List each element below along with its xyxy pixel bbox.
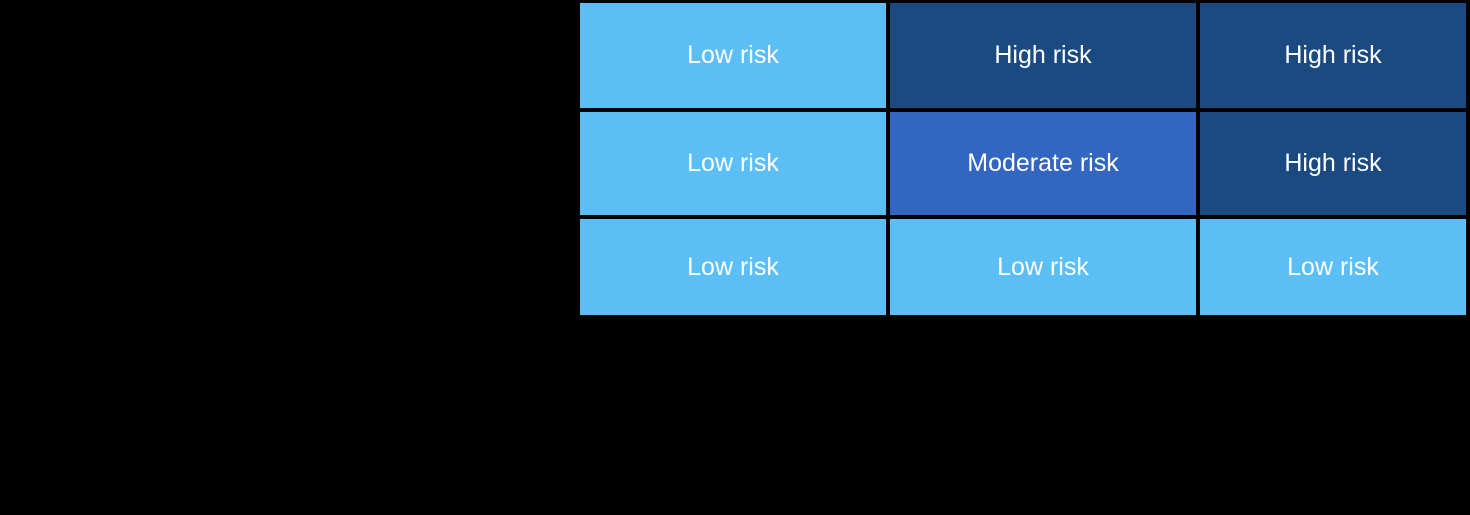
matrix-cell-r1c1: Low risk — [580, 3, 886, 108]
matrix-cell-r1c3: High risk — [1200, 3, 1466, 108]
cell-label: High risk — [994, 41, 1092, 69]
matrix-cell-r3c3: Low risk — [1200, 219, 1466, 315]
matrix-cell-r2c1: Low risk — [580, 112, 886, 215]
cell-label: Low risk — [687, 149, 779, 177]
matrix-cell-r3c2: Low risk — [890, 219, 1196, 315]
cell-label: High risk — [1284, 149, 1382, 177]
matrix-cell-r2c3: High risk — [1200, 112, 1466, 215]
matrix-cell-r2c2: Moderate risk — [890, 112, 1196, 215]
cell-label: Low risk — [997, 252, 1089, 281]
cell-label: Low risk — [687, 41, 779, 69]
cell-label: High risk — [1284, 41, 1382, 69]
risk-matrix: Low risk High risk High risk Low risk Mo… — [580, 3, 1466, 315]
cell-label: Moderate risk — [967, 149, 1119, 177]
cell-label: Low risk — [687, 252, 779, 281]
matrix-cell-r3c1: Low risk — [580, 219, 886, 315]
matrix-cell-r1c2: High risk — [890, 3, 1196, 108]
cell-label: Low risk — [1287, 252, 1379, 281]
